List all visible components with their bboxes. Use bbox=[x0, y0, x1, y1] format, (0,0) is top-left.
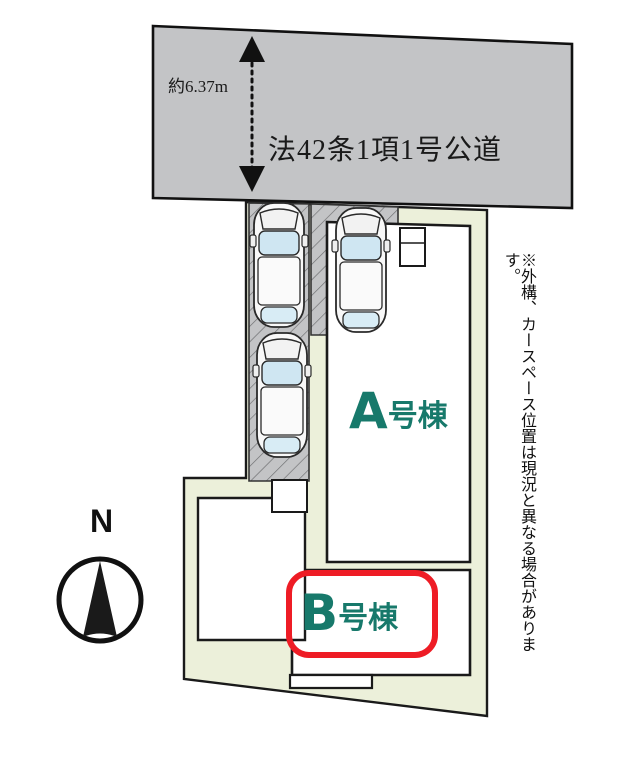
car-mirror-right bbox=[383, 239, 391, 253]
car-3 bbox=[252, 332, 312, 458]
car-mirror-left bbox=[331, 239, 339, 253]
dimension-arrow-down bbox=[239, 166, 265, 192]
building-a-label: A号棟 bbox=[349, 386, 448, 436]
car-mirror-left bbox=[252, 364, 260, 378]
car-windshield bbox=[258, 230, 300, 256]
car-rear-window bbox=[263, 436, 301, 454]
car-hood bbox=[259, 208, 299, 230]
building-b-letter: B bbox=[300, 584, 339, 642]
car-windshield bbox=[261, 360, 303, 386]
car-1 bbox=[249, 202, 309, 328]
building-a-letter: A bbox=[349, 382, 388, 440]
road-area bbox=[151, 24, 574, 210]
car-mirror-right bbox=[304, 364, 312, 378]
compass-needle bbox=[83, 561, 117, 637]
car-rear-window bbox=[260, 306, 298, 324]
car-windshield bbox=[340, 235, 382, 261]
north-letter: N bbox=[90, 503, 114, 539]
building-a-suffix: 号棟 bbox=[387, 400, 448, 433]
dimension-arrow-up bbox=[239, 36, 265, 62]
road-name-label: 法42条1項1号公道 bbox=[268, 135, 503, 166]
building-b-highlight bbox=[286, 570, 438, 658]
building-a-porch bbox=[399, 227, 426, 267]
compass-label-group: N bbox=[52, 503, 148, 645]
road-width-dimension bbox=[239, 36, 265, 192]
building-b-notch bbox=[288, 673, 374, 690]
car-roof bbox=[257, 256, 301, 306]
disclaimer-note: ※外構、カースペース位置は現況と異なる場合があります。 bbox=[501, 252, 535, 652]
car-hood bbox=[341, 213, 381, 235]
compass-rose bbox=[56, 556, 144, 644]
car-hood bbox=[262, 338, 302, 360]
building-west-porch bbox=[271, 479, 308, 513]
building-west-footprint bbox=[196, 479, 308, 642]
road-polygon bbox=[151, 24, 574, 210]
building-west-outline bbox=[196, 496, 307, 642]
building-b-label: B号棟 bbox=[300, 588, 398, 638]
car-roof bbox=[339, 261, 383, 311]
car-2 bbox=[331, 207, 391, 333]
car-rear-window bbox=[342, 311, 380, 329]
building-b-suffix: 号棟 bbox=[338, 602, 399, 635]
road-width-label: 約6.37m bbox=[168, 77, 228, 96]
car-mirror-right bbox=[301, 234, 309, 248]
car-roof bbox=[260, 386, 304, 436]
car-mirror-left bbox=[249, 234, 257, 248]
